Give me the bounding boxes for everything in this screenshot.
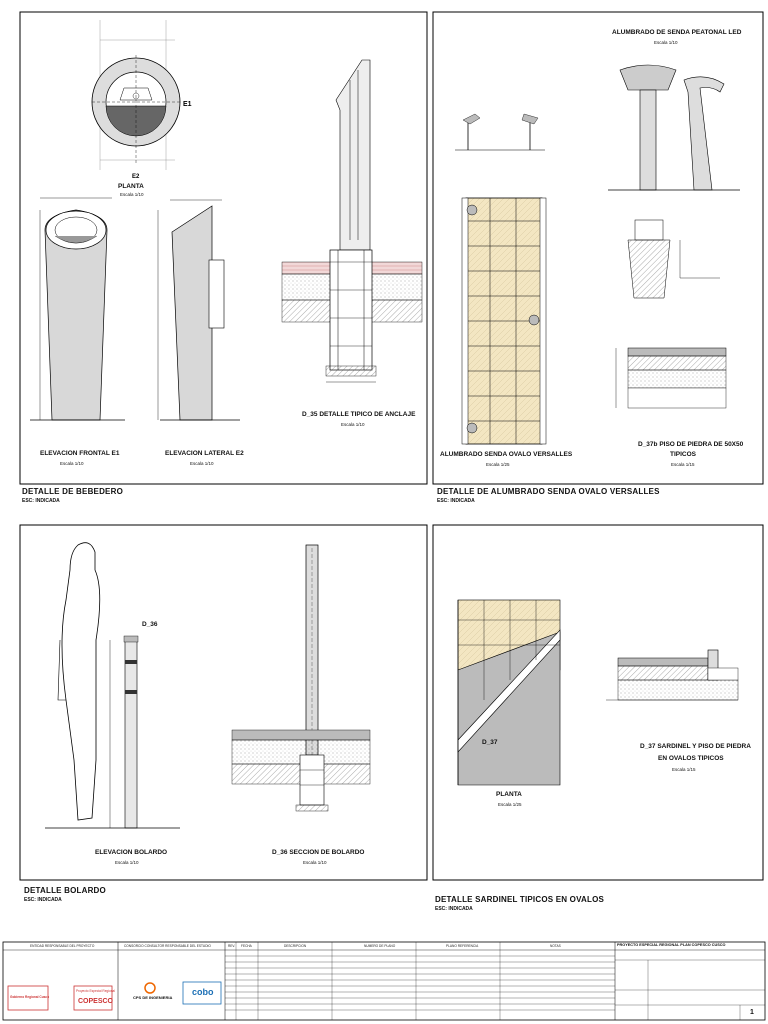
bolardo-elevation	[45, 542, 180, 829]
tb-logo-copesco-label: Proyecto Especial Regional	[76, 989, 115, 993]
alumbrado-elevations	[455, 64, 740, 299]
alumbrado-esc: ESC: INDICADA	[437, 498, 475, 504]
bebedero-lateral-drawing	[157, 199, 240, 421]
sardinel-detail-scale: Escala 1/15	[672, 767, 696, 772]
alumbrado-title: DETALLE DE ALUMBRADO SENDA OVALO VERSALL…	[437, 487, 660, 496]
tb-logo-gobierno: Gobierno Regional Cusco	[10, 995, 50, 999]
tb-entidad: ENTIDAD RESPONSABLE DEL PROYECTO	[30, 944, 95, 948]
bebedero-frame	[19, 11, 428, 485]
bebedero-esc: ESC: INDICADA	[22, 498, 60, 504]
bolardo-tag: D_36	[142, 621, 158, 628]
tb-consorcio: CONSORCIO CONSULTOR RESPONSABLE DEL ESTU…	[124, 944, 211, 948]
tb-referencia: PLANO REFERENCIA	[446, 944, 479, 948]
bolardo-esc: ESC: INDICADA	[24, 897, 62, 903]
tb-logo-cobo: cobo	[192, 987, 214, 997]
sardinel-detail-label2: EN OVALOS TIPICOS	[658, 755, 724, 762]
bebedero-anclaje-drawing	[281, 59, 423, 383]
tb-rev: REV.	[228, 944, 236, 948]
title-block-lines	[2, 941, 766, 1021]
tb-notas: NOTAS	[550, 944, 561, 948]
tb-fecha: FECHA	[241, 944, 252, 948]
tb-descripcion: DESCRIPCION	[284, 944, 307, 948]
alumbrado-piso-scale: Escala 1/15	[671, 462, 695, 467]
bebedero-anclaje-label: D_35 DETALLE TIPICO DE ANCLAJE	[302, 411, 416, 418]
tb-project: PROYECTO ESPECIAL REGIONAL PLAN COPESCO …	[617, 943, 726, 947]
sardinel-planta	[457, 599, 561, 786]
bolardo-seccion-label: D_36 SECCION DE BOLARDO	[272, 849, 365, 856]
alumbrado-top-scale: Escala 1/10	[654, 40, 678, 45]
sardinel-esc: ESC: INDICADA	[435, 906, 473, 912]
alumbrado-top-label: ALUMBRADO DE SENDA PEATONAL LED	[612, 29, 742, 36]
bebedero-frontal-drawing	[30, 197, 125, 421]
tb-logo-cps: CPS DE INGENIERIA	[133, 995, 173, 1000]
svg-text:E2: E2	[132, 174, 140, 180]
sardinel-frame	[432, 524, 764, 881]
bebedero-lateral-label: ELEVACION LATERAL E2	[165, 450, 244, 457]
bebedero-planta-drawing: E1 E2	[91, 20, 192, 180]
alumbrado-plan-scale: Escala 1/25	[486, 462, 510, 467]
bebedero-frontal-label: ELEVACION FRONTAL E1	[40, 450, 120, 457]
tb-sheet-number: 1	[750, 1009, 754, 1016]
bebedero-planta-scale: Escala 1/10	[120, 192, 144, 197]
bolardo-seccion	[231, 544, 371, 812]
sardinel-detail	[606, 649, 739, 701]
alumbrado-piso-label2: TIPICOS	[670, 451, 697, 458]
alumbrado-plan-grid	[461, 197, 547, 445]
alumbrado-piso-label: D_37b PISO DE PIEDRA DE 50X50	[638, 441, 744, 448]
tb-numero: NUMERO DE PLANO	[364, 944, 396, 948]
bebedero-frontal-scale: Escala 1/10	[60, 461, 84, 466]
alumbrado-frame	[432, 11, 764, 485]
bolardo-elev-label: ELEVACION BOLARDO	[95, 849, 168, 856]
sardinel-planta-label: PLANTA	[496, 791, 522, 798]
svg-text:E1: E1	[183, 101, 192, 108]
tb-logo-copesco: COPESCO	[78, 998, 114, 1005]
bebedero-title: DETALLE DE BEBEDERO	[22, 487, 123, 496]
sardinel-planta-scale: Escala 1/25	[498, 802, 522, 807]
bebedero-lateral-scale: Escala 1/10	[190, 461, 214, 466]
bolardo-title: DETALLE BOLARDO	[24, 886, 106, 895]
bolardo-seccion-scale: Escala 1/10	[303, 860, 327, 865]
bebedero-planta-label: PLANTA	[118, 183, 144, 190]
sardinel-tag: D_37	[482, 739, 498, 746]
bolardo-elev-scale: Escala 1/10	[115, 860, 139, 865]
alumbrado-plan-label: ALUMBRADO SENDA OVALO VERSALLES	[440, 451, 573, 458]
sardinel-title: DETALLE SARDINEL TIPICOS EN OVALOS	[435, 895, 605, 904]
bebedero-anclaje-scale: Escala 1/10	[341, 422, 365, 427]
sardinel-detail-label: D_37 SARDINEL Y PISO DE PIEDRA	[640, 743, 751, 750]
alumbrado-piso-section	[615, 347, 727, 409]
bolardo-frame	[19, 524, 428, 881]
